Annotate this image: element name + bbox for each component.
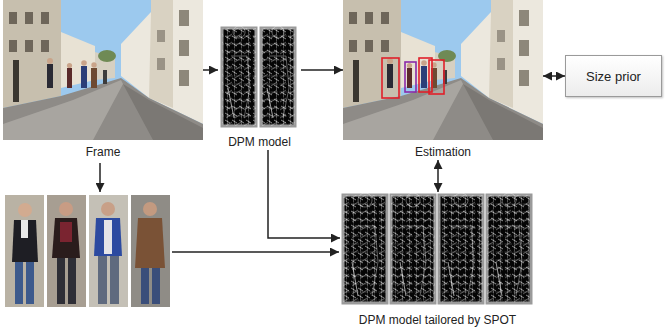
flow-arrow <box>268 150 340 238</box>
flow-arrow <box>203 69 218 71</box>
photo-panel: Frame <box>3 0 203 160</box>
photo-panel: Estimation <box>343 0 543 160</box>
model-panel: DPM model <box>218 26 301 150</box>
process-box: Size prior <box>565 55 662 97</box>
box-label: Size prior <box>586 69 641 84</box>
model-panel: DPM model tailored by SPOT <box>340 192 535 328</box>
flow-arrow <box>437 160 439 192</box>
caption-text: DPM model <box>228 135 291 150</box>
caption-text: Frame <box>86 145 121 160</box>
flow-arrow <box>543 75 565 77</box>
caption-text: DPM model tailored by SPOT <box>359 313 516 328</box>
caption-text: Estimation <box>415 145 471 160</box>
flow-arrow <box>301 69 343 71</box>
